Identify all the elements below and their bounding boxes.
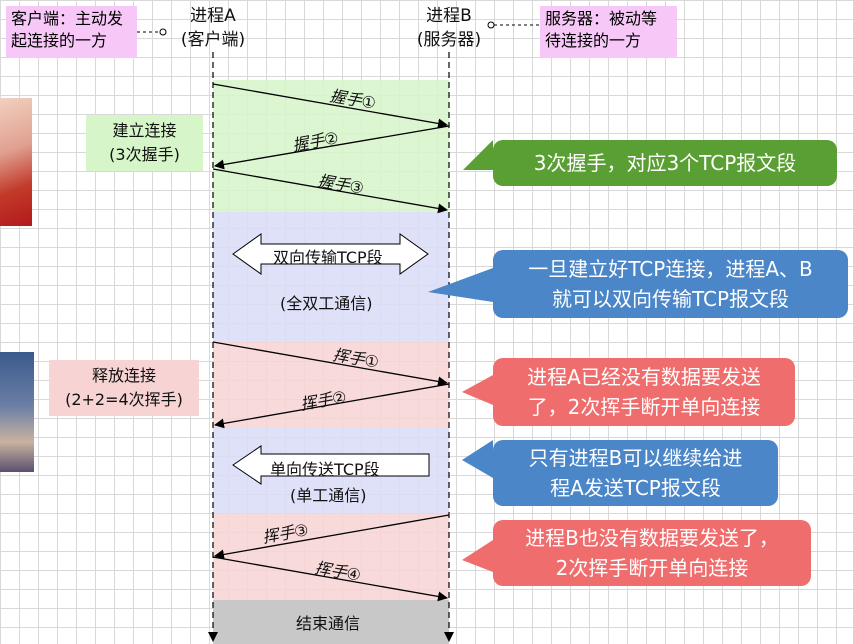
left-photo-top [0, 98, 32, 226]
simplex-mode-label: (单工通信) [290, 486, 367, 505]
simplex-arrow [232, 445, 430, 485]
simplex-arrow-label: 单向传送TCP段 [270, 460, 380, 479]
process-b-label: 进程B (服务器) [399, 4, 499, 52]
process-a-sub: (客户端) [180, 30, 246, 50]
release-connection-box: 释放连接 (2+2=4次挥手) [49, 360, 199, 416]
server-note: 服务器：被动等 待连接的一方 [540, 6, 677, 58]
duplex-mode-label: (全双工通信) [280, 294, 373, 313]
process-b-title: 进程B [426, 6, 472, 26]
wave-4-arrow [212, 556, 448, 602]
handshake-1-arrow [212, 83, 448, 129]
wave-1-arrow [212, 341, 448, 387]
wave12-band [213, 342, 449, 428]
duplex-band [213, 212, 449, 342]
establish-connection-box: 建立连接 (3次握手) [86, 115, 203, 171]
wave-3-arrow [214, 514, 450, 560]
end-band [213, 600, 449, 644]
duplex-arrow-label: 双向传输TCP段 [273, 248, 383, 267]
left-photo-bottom [0, 352, 34, 472]
process-a-label: 进程A (客户端) [163, 4, 263, 52]
wave34-band [213, 514, 449, 600]
process-b-sub: (服务器) [416, 30, 482, 50]
wave12-callout: 进程A已经没有数据要发送 了，2次挥手断开单向连接 [493, 358, 795, 426]
end-communication-label: 结束通信 [296, 614, 361, 633]
handshake-3-arrow [212, 168, 448, 214]
handshake-2-arrow [214, 125, 450, 170]
simplex-callout: 只有进程B可以继续给进 程A发送TCP报文段 [493, 440, 778, 506]
process-a-title: 进程A [190, 6, 236, 26]
wave-2-arrow [214, 383, 450, 429]
duplex-callout: 一旦建立好TCP连接，进程A、B 就可以双向传输TCP报文段 [493, 250, 848, 318]
client-note: 客户端：主动发 起连接的一方 [6, 6, 137, 58]
wave34-callout: 进程B也没有数据要发送了， 2次挥手断开单向连接 [493, 520, 811, 586]
duplex-arrow [232, 233, 429, 275]
handshake-callout: 3次握手，对应3个TCP报文段 [493, 140, 837, 186]
